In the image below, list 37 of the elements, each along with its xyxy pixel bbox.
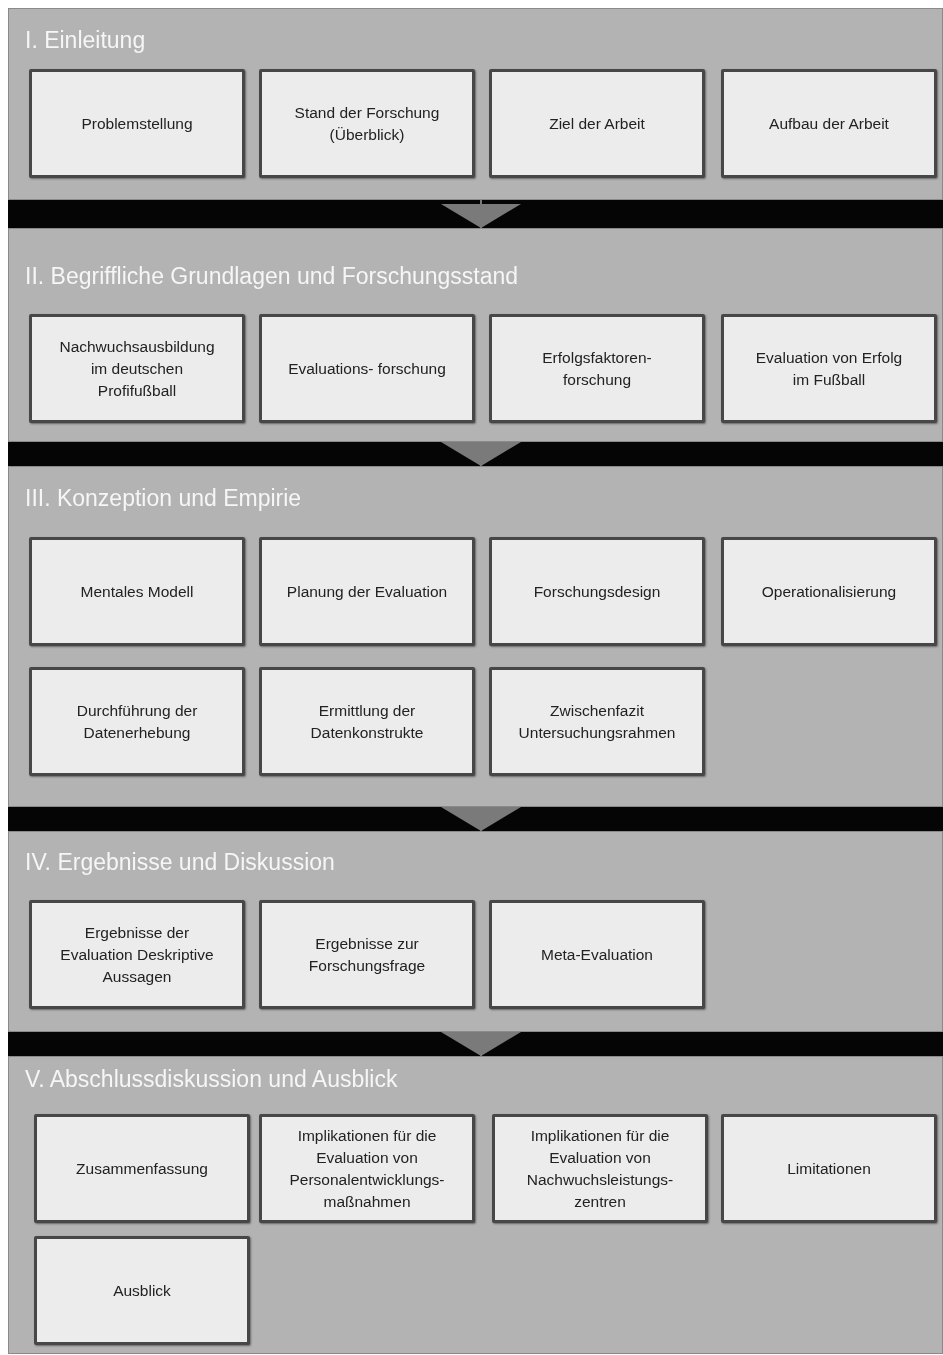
chapter-box: Zusammenfassung bbox=[34, 1114, 250, 1223]
chapter-box: Evaluation von Erfolg im Fußball bbox=[721, 314, 937, 423]
chapter-box: Operationalisierung bbox=[721, 537, 937, 646]
section-band bbox=[8, 466, 943, 807]
chapter-box: Evaluations- forschung bbox=[259, 314, 475, 423]
section-heading: II. Begriffliche Grundlagen und Forschungsstand bbox=[25, 263, 519, 289]
chevron-arrow bbox=[441, 441, 521, 467]
section-band bbox=[8, 831, 943, 1032]
section-heading: IV. Ergebnisse und Diskussion bbox=[25, 849, 335, 875]
chapter-box: Durchführung der Datenerhebung bbox=[29, 667, 245, 776]
chapter-box: Ausblick bbox=[34, 1236, 250, 1345]
chapter-box: Ergebnisse zur Forschungsfrage bbox=[259, 900, 475, 1009]
chevron-arrow bbox=[441, 199, 521, 229]
chapter-box: Mentales Modell bbox=[29, 537, 245, 646]
section-heading: V. Abschlussdiskussion und Ausblick bbox=[25, 1066, 398, 1092]
chapter-box: Zwischenfazit Untersuchungsrahmen bbox=[489, 667, 705, 776]
section-band bbox=[8, 228, 943, 442]
chevron-arrow bbox=[441, 806, 521, 832]
chapter-box: Aufbau der Arbeit bbox=[721, 69, 937, 178]
chapter-box: Planung der Evaluation bbox=[259, 537, 475, 646]
chapter-box: Ziel der Arbeit bbox=[489, 69, 705, 178]
section-heading: III. Konzeption und Empirie bbox=[25, 485, 302, 511]
chapter-box: Ergebnisse der Evaluation Deskriptive Aussagen bbox=[29, 900, 245, 1009]
chapter-box: Implikationen für die Evaluation von Personalentwicklungs- maßnahmen bbox=[259, 1114, 475, 1223]
chevron-arrow bbox=[441, 1031, 521, 1057]
chapter-box: Meta-Evaluation bbox=[489, 900, 705, 1009]
chapter-box: Stand der Forschung (Überblick) bbox=[259, 69, 475, 178]
chapter-box: Forschungsdesign bbox=[489, 537, 705, 646]
chapter-box: Nachwuchsausbildung im deutschen Profifußball bbox=[29, 314, 245, 423]
chapter-box: Erfolgsfaktoren- forschung bbox=[489, 314, 705, 423]
chapter-box: Limitationen bbox=[721, 1114, 937, 1223]
chapter-box: Ermittlung der Datenkonstrukte bbox=[259, 667, 475, 776]
section-band bbox=[8, 8, 943, 200]
chapter-box: Problemstellung bbox=[29, 69, 245, 178]
chapter-box: Implikationen für die Evaluation von Nachwuchsleistungs- zentren bbox=[492, 1114, 708, 1223]
section-band bbox=[8, 1056, 943, 1354]
section-heading: I. Einleitung bbox=[25, 27, 146, 53]
